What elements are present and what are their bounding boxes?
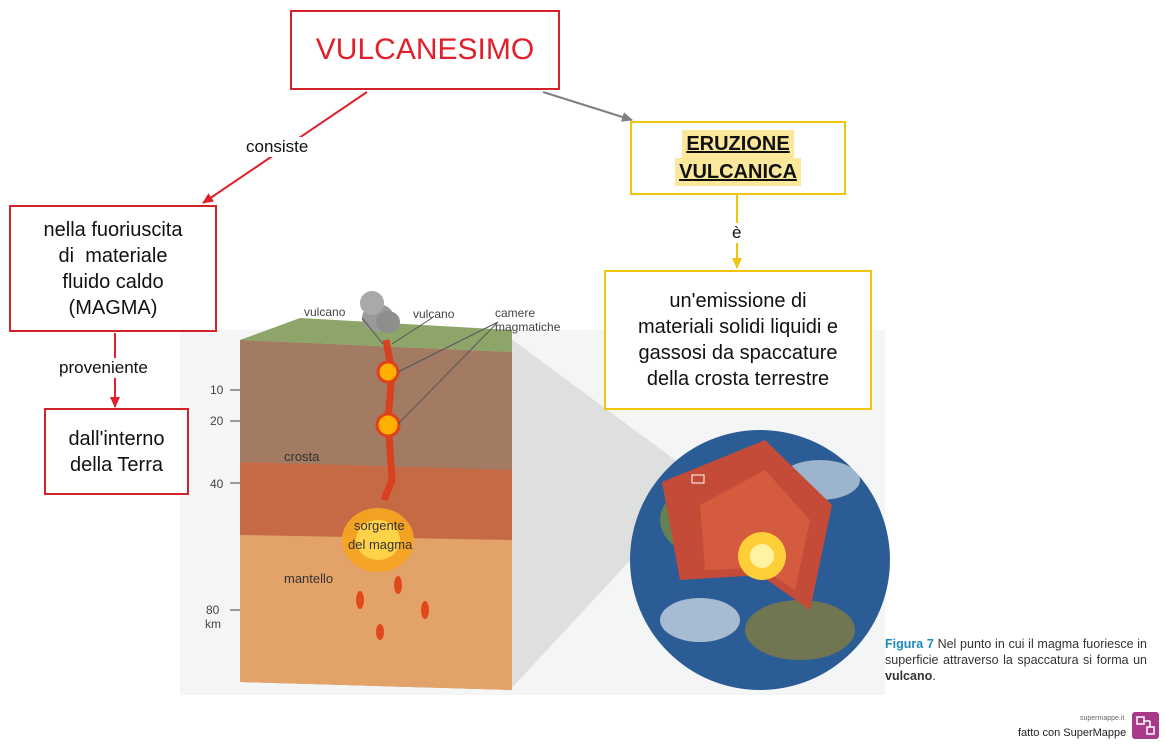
magma-chamber-upper <box>376 360 400 384</box>
projection-wedge <box>510 338 700 690</box>
depth-80: 80 <box>206 603 220 617</box>
fig-label-sorgente-2: del magma <box>348 537 413 552</box>
caption-text: Nel punto in cui il magma fuoriesce in s… <box>885 637 1147 667</box>
link-label-consiste: consiste <box>243 137 312 157</box>
node-eruzione-vulcanica[interactable]: ERUZIONE VULCANICA <box>630 121 846 195</box>
fig-label-vulcano-right: vulcano <box>413 307 455 321</box>
node-emissione[interactable]: un'emissione di materiali solidi liquidi… <box>604 270 872 410</box>
emissione-line-2: materiali solidi liquidi e <box>637 316 839 338</box>
interno-line-2: della Terra <box>69 453 164 476</box>
node-fuoriuscita-magma[interactable]: nella fuoriuscita di materiale fluido ca… <box>9 205 217 332</box>
depth-20: 20 <box>210 414 224 428</box>
fuoriuscita-line-4: (MAGMA) <box>68 296 158 319</box>
fig-label-crosta: crosta <box>284 449 320 464</box>
fig-label-camere-1: camere <box>495 306 536 320</box>
eruzione-label-1: ERUZIONE <box>682 130 794 158</box>
logo-glyph <box>1136 716 1155 735</box>
fig-label-vulcano-left: vulcano <box>304 305 346 319</box>
eruzione-label-2: VULCANICA <box>675 158 801 186</box>
node-interno-terra[interactable]: dall'interno della Terra <box>44 408 189 495</box>
fuoriuscita-line-2: di materiale <box>58 244 168 267</box>
link-label-proveniente: proveniente <box>56 358 151 378</box>
link-root-eruzione <box>542 91 633 122</box>
fuoriuscita-line-3: fluido caldo <box>62 270 164 293</box>
fig-label-mantello: mantello <box>284 571 334 586</box>
depth-km: km <box>205 617 221 631</box>
footer-made-with: fatto con SuperMappe <box>1018 727 1127 739</box>
root-node-vulcanesimo[interactable]: VULCANESIMO <box>290 10 560 90</box>
root-node-label: VULCANESIMO <box>315 33 535 66</box>
caption-bold: vulcano <box>885 669 933 683</box>
figure-caption: Figura 7 Nel punto in cui il magma fuori… <box>885 636 1147 684</box>
supermappe-logo-icon[interactable] <box>1132 712 1159 739</box>
emissione-line-4: della crosta terrestre <box>646 368 830 390</box>
depth-40: 40 <box>210 477 224 491</box>
emissione-line-1: un'emissione di <box>669 290 807 312</box>
fig-label-sorgente-1: sorgente <box>354 518 405 533</box>
footer-site: supermappe.it <box>1080 715 1125 722</box>
magma-chamber-lower <box>375 412 401 438</box>
fig-label-camere-2: magmatiche <box>495 320 561 334</box>
depth-10: 10 <box>210 383 224 397</box>
link-label-e: è <box>729 223 745 243</box>
interno-line-1: dall'interno <box>68 427 165 450</box>
caption-figure-number: Figura 7 <box>885 637 934 651</box>
emissione-line-3: gassosi da spaccature <box>638 342 838 364</box>
caption-end: . <box>932 669 936 683</box>
fuoriuscita-line-1: nella fuoriuscita <box>43 218 183 241</box>
